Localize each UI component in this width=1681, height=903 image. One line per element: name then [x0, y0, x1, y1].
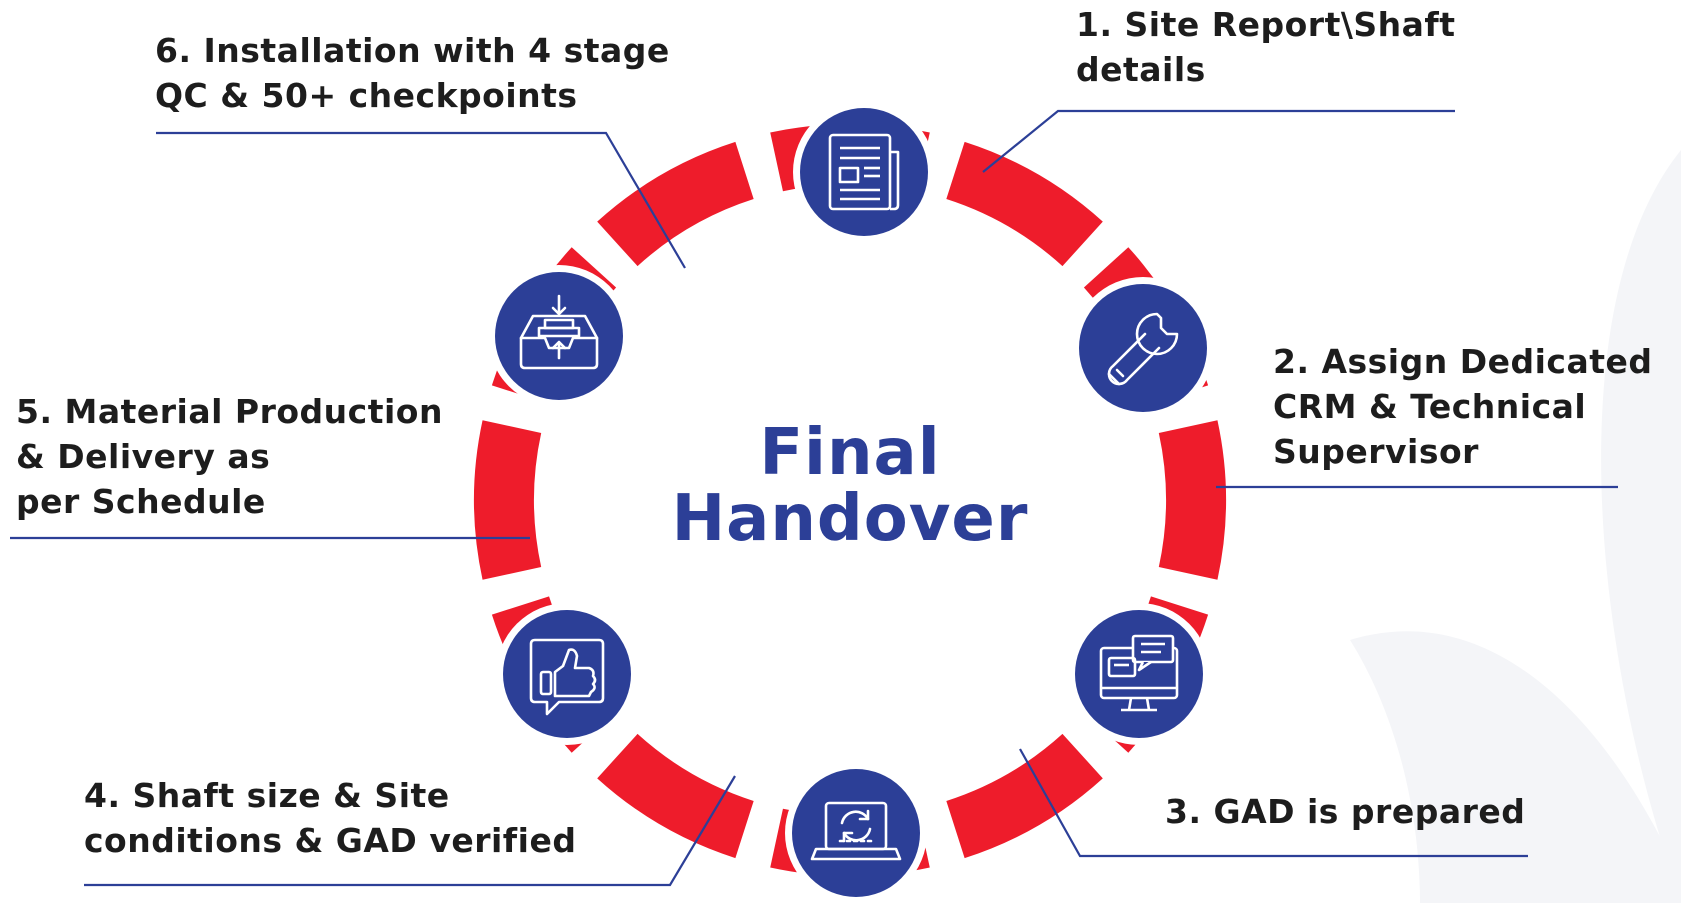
laptop-sync-icon — [810, 801, 902, 861]
ring-segment — [474, 420, 542, 580]
step-1-label-line-1: 1. Site Report\Shaft — [1076, 5, 1456, 44]
step-5-label: 5. Material Production & Delivery as per… — [16, 389, 443, 524]
monitor-chat-icon — [1099, 634, 1179, 712]
connector-lines — [10, 109, 1618, 887]
step-4-label-line-1: 4. Shaft size & Site — [84, 776, 450, 815]
step-2-node — [1072, 277, 1214, 419]
inbox-tray-icon — [519, 294, 599, 370]
step-4-label-line-2: conditions & GAD verified — [84, 821, 577, 860]
step-4-node — [785, 762, 927, 903]
step-2-label-line-1: 2. Assign Dedicated — [1273, 342, 1653, 381]
ring-segment — [1158, 420, 1226, 580]
step-5-label-line-3: per Schedule — [16, 482, 266, 521]
ring-segment — [597, 141, 754, 267]
step-5-label-line-1: 5. Material Production — [16, 392, 443, 431]
step-6-node — [488, 265, 630, 407]
step-2-label-line-3: Supervisor — [1273, 432, 1479, 471]
step-3-label-line-1: 3. GAD is prepared — [1165, 792, 1526, 831]
step-1-label: 1. Site Report\Shaft details — [1076, 2, 1456, 92]
step-6-label-line-2: QC & 50+ checkpoints — [155, 76, 578, 115]
step-1-node — [793, 101, 935, 243]
connector-step-4 — [84, 775, 736, 887]
connector-step-1 — [982, 109, 1455, 173]
connector-step-6 — [156, 131, 686, 269]
step-3-label: 3. GAD is prepared — [1165, 789, 1525, 834]
ring-segment — [946, 141, 1103, 267]
ring-segment — [946, 733, 1103, 859]
step-2-label-line-2: CRM & Technical — [1273, 387, 1587, 426]
connector-step-3 — [1019, 748, 1528, 858]
step-2-label: 2. Assign Dedicated CRM & Technical Supe… — [1273, 339, 1653, 474]
step-6-label-line-1: 6. Installation with 4 stage — [155, 31, 670, 70]
step-5-node — [496, 603, 638, 745]
step-6-label: 6. Installation with 4 stage QC & 50+ ch… — [155, 28, 670, 118]
center-title-line-1: Final — [759, 416, 941, 490]
center-title: Final Handover — [640, 420, 1060, 552]
step-3-node — [1068, 603, 1210, 745]
newspaper-icon — [828, 133, 900, 211]
center-title-line-2: Handover — [671, 482, 1029, 556]
step-5-label-line-2: & Delivery as — [16, 437, 271, 476]
step-1-label-line-2: details — [1076, 50, 1206, 89]
wrench-icon — [1107, 312, 1179, 386]
step-4-label: 4. Shaft size & Site conditions & GAD ve… — [84, 773, 576, 863]
ring-segment — [597, 733, 754, 859]
background-swoosh-lower — [1350, 631, 1681, 903]
background-swoosh — [1601, 150, 1681, 903]
thumbs-up-icon — [529, 638, 605, 716]
